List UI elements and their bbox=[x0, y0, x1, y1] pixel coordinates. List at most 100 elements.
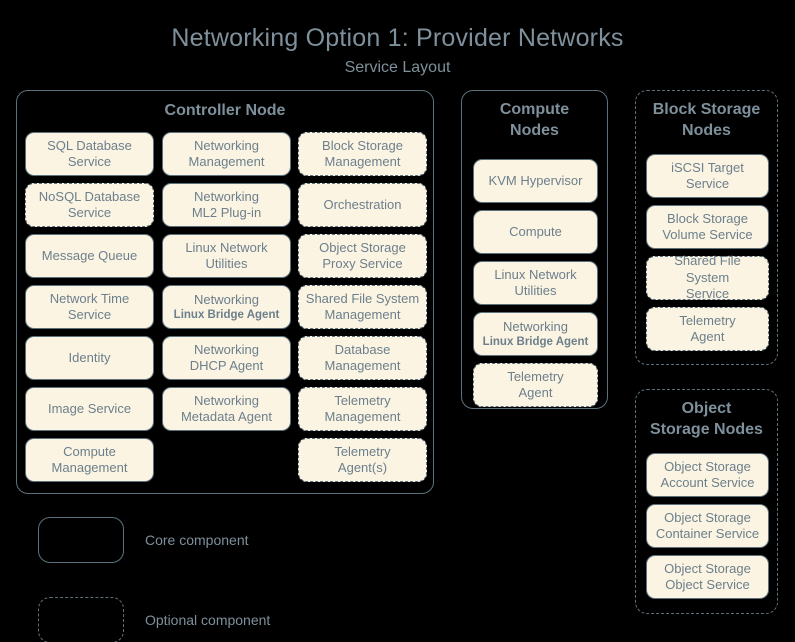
legend-swatch-core bbox=[38, 517, 124, 563]
group-compute-title-line2: Nodes bbox=[510, 122, 559, 140]
group-block-storage-nodes-title: Block Storage Nodes bbox=[636, 91, 777, 145]
component-label-line2: Volume Service bbox=[662, 227, 753, 242]
component-box[interactable]: Orchestration bbox=[298, 183, 427, 227]
group-compute-title-line1: Compute bbox=[499, 101, 570, 118]
legend-label-core: Core component bbox=[145, 532, 249, 548]
component-label-line1: KVM Hypervisor bbox=[488, 172, 583, 188]
component-label-line1: Identity bbox=[68, 349, 111, 365]
component-label-line2: Management bbox=[324, 358, 401, 373]
component-label-line2: Management bbox=[324, 409, 401, 424]
component-label-line2: Management bbox=[324, 154, 401, 169]
component-label-line1: Block Storage bbox=[322, 137, 403, 153]
component-label-line2: Management bbox=[188, 154, 265, 169]
component-box[interactable]: KVM Hypervisor bbox=[473, 159, 598, 203]
component-label-line1: Object Storage bbox=[664, 458, 751, 474]
component-box[interactable]: Image Service bbox=[25, 387, 154, 431]
component-label-line2: Service bbox=[685, 286, 730, 302]
component-label-line1: Networking bbox=[193, 137, 260, 153]
component-label-line2: Linux Bridge Agent bbox=[482, 335, 589, 348]
component-box[interactable]: Identity bbox=[25, 336, 154, 380]
component-label-line1: NoSQL Database bbox=[38, 188, 141, 204]
component-label-line2: Service bbox=[67, 307, 112, 322]
component-label-line2: Utilities bbox=[514, 283, 557, 298]
component-label-line1: iSCSI Target bbox=[671, 159, 744, 175]
component-label-line2: Proxy Service bbox=[322, 256, 403, 271]
legend-row-optional: Optional component bbox=[38, 596, 270, 642]
component-label-line1: Networking bbox=[193, 188, 260, 204]
component-label-line1: Networking bbox=[502, 318, 569, 334]
legend-label-optional: Optional component bbox=[145, 612, 271, 628]
component-label-line2: Management bbox=[324, 307, 401, 322]
component-label-line1: Telemetry bbox=[679, 312, 736, 328]
group-block-storage-title-line2: Nodes bbox=[682, 122, 731, 140]
component-label-line2: ML2 Plug-in bbox=[191, 205, 262, 220]
group-object-storage-title-line1: Object bbox=[681, 400, 732, 417]
component-label-line2: Service bbox=[67, 205, 112, 220]
component-label-line2: Service bbox=[67, 154, 112, 169]
group-controller-node-title: Controller Node bbox=[164, 102, 286, 119]
component-label-line2: Container Service bbox=[655, 526, 760, 541]
component-label-line2: DHCP Agent bbox=[189, 358, 264, 373]
component-label-line2: Service bbox=[685, 176, 730, 191]
component-label-line2: Agent bbox=[518, 385, 553, 400]
component-label-line1: Object Storage bbox=[664, 560, 751, 576]
legend: Core component Optional component bbox=[38, 516, 270, 642]
component-label-line1: Object Storage bbox=[664, 509, 751, 525]
group-block-storage-title-line1: Block Storage bbox=[652, 101, 761, 118]
component-label-line1: Orchestration bbox=[323, 196, 402, 212]
component-label-line2: Agent(s) bbox=[337, 460, 388, 475]
component-box[interactable]: Message Queue bbox=[25, 234, 154, 278]
page-title: Networking Option 1: Provider Networks bbox=[171, 24, 624, 52]
component-label-line1: Networking bbox=[193, 392, 260, 408]
group-object-storage-nodes-title: Object Storage Nodes bbox=[636, 390, 777, 444]
component-label-line1: Message Queue bbox=[41, 247, 138, 263]
component-label-line1: Database bbox=[334, 341, 391, 357]
component-label-line2: Object Service bbox=[665, 577, 750, 592]
page-subtitle: Service Layout bbox=[344, 59, 451, 76]
component-label-line2: Utilities bbox=[205, 256, 248, 271]
component-box[interactable]: Compute bbox=[473, 210, 598, 254]
component-label-line2: Management bbox=[51, 460, 128, 475]
component-label-line1: SQL Database bbox=[47, 137, 132, 153]
component-label-line1: Compute bbox=[509, 223, 562, 239]
group-object-storage-title-line2: Storage Nodes bbox=[650, 421, 763, 439]
component-label-line1: Telemetry bbox=[334, 443, 391, 459]
component-label-line2: Metadata Agent bbox=[180, 409, 273, 424]
component-label-line1: Telemetry bbox=[334, 392, 391, 408]
legend-swatch-optional bbox=[38, 597, 124, 642]
